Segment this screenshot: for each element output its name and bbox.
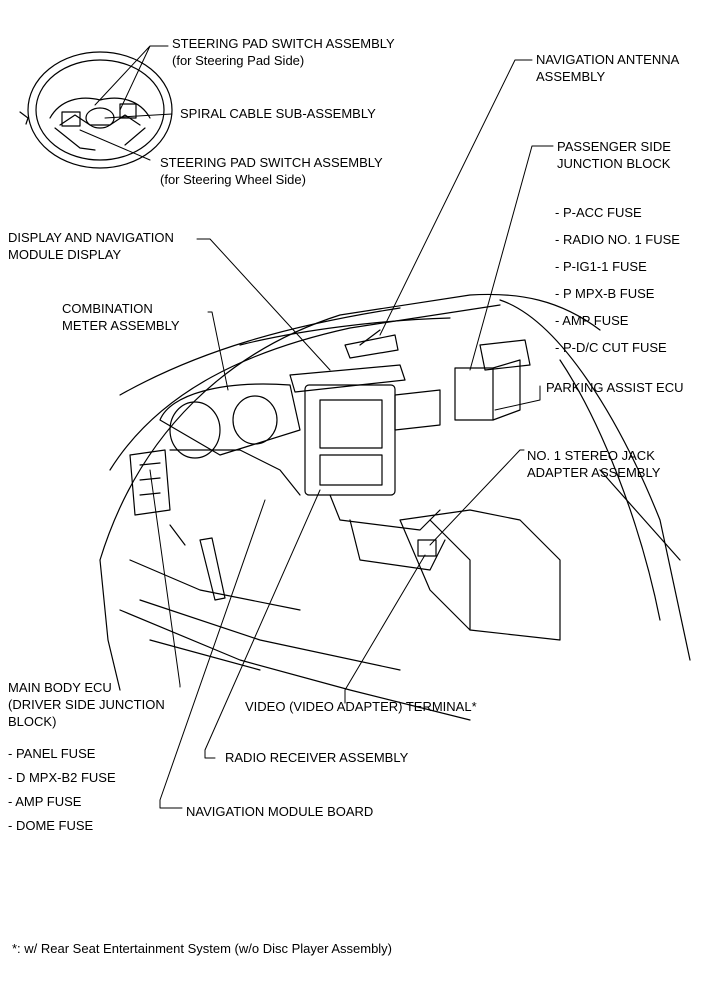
- leader-parking-assist: [494, 385, 541, 411]
- leader-combination-meter: [207, 311, 229, 391]
- leader-stereo-jack: [429, 449, 525, 546]
- label-parking-assist: PARKING ASSIST ECU: [546, 380, 684, 395]
- label-spiral-cable: SPIRAL CABLE SUB-ASSEMBLY: [180, 106, 376, 121]
- label-video-terminal: VIDEO (VIDEO ADAPTER) TERMINAL*: [245, 699, 477, 714]
- label-steering-pad-lower: STEERING PAD SWITCH ASSEMBLY(for Steerin…: [160, 155, 383, 187]
- passenger-fuse-item: - P-IG1-1 FUSE: [555, 259, 647, 274]
- driver-fuse-item: - D MPX-B2 FUSE: [8, 770, 116, 785]
- passenger-fuse-list: - P-ACC FUSE - RADIO NO. 1 FUSE - P-IG1-…: [555, 199, 680, 361]
- steering-wheel-illustration: [19, 51, 173, 169]
- passenger-fuse-item: - P-D/C CUT FUSE: [555, 340, 667, 355]
- label-nav-module-board: NAVIGATION MODULE BOARD: [186, 804, 374, 819]
- passenger-fuse-item: - P-ACC FUSE: [555, 205, 642, 220]
- driver-fuse-list: - PANEL FUSE - D MPX-B2 FUSE - AMP FUSE …: [8, 742, 116, 838]
- driver-fuse-item: - PANEL FUSE: [8, 746, 96, 761]
- leader-lines: [79, 45, 554, 809]
- footnote: *: w/ Rear Seat Entertainment System (w/…: [12, 941, 393, 956]
- leader-display-nav: [196, 238, 331, 371]
- label-radio-receiver: RADIO RECEIVER ASSEMBLY: [225, 750, 409, 765]
- leader-steering-pad-upper: [94, 45, 169, 111]
- leader-spiral-cable: [104, 113, 173, 119]
- passenger-fuse-item: - AMP FUSE: [555, 313, 629, 328]
- leader-passenger-junction: [469, 145, 554, 371]
- leader-navigation-antenna: [379, 59, 533, 336]
- passenger-fuse-item: - RADIO NO. 1 FUSE: [555, 232, 680, 247]
- passenger-fuse-item: - P MPX-B FUSE: [555, 286, 655, 301]
- driver-fuse-item: - AMP FUSE: [8, 794, 82, 809]
- leader-main-body-ecu: [149, 469, 181, 688]
- label-steering-pad-upper: STEERING PAD SWITCH ASSEMBLY(for Steerin…: [172, 36, 395, 68]
- leader-nav-module-board: [159, 499, 266, 809]
- dashboard-illustration: [99, 293, 691, 721]
- driver-fuse-item: - DOME FUSE: [8, 818, 94, 833]
- leader-video-terminal: [344, 554, 426, 704]
- leader-steering-pad-lower: [79, 129, 151, 161]
- leader-radio-receiver: [204, 489, 321, 759]
